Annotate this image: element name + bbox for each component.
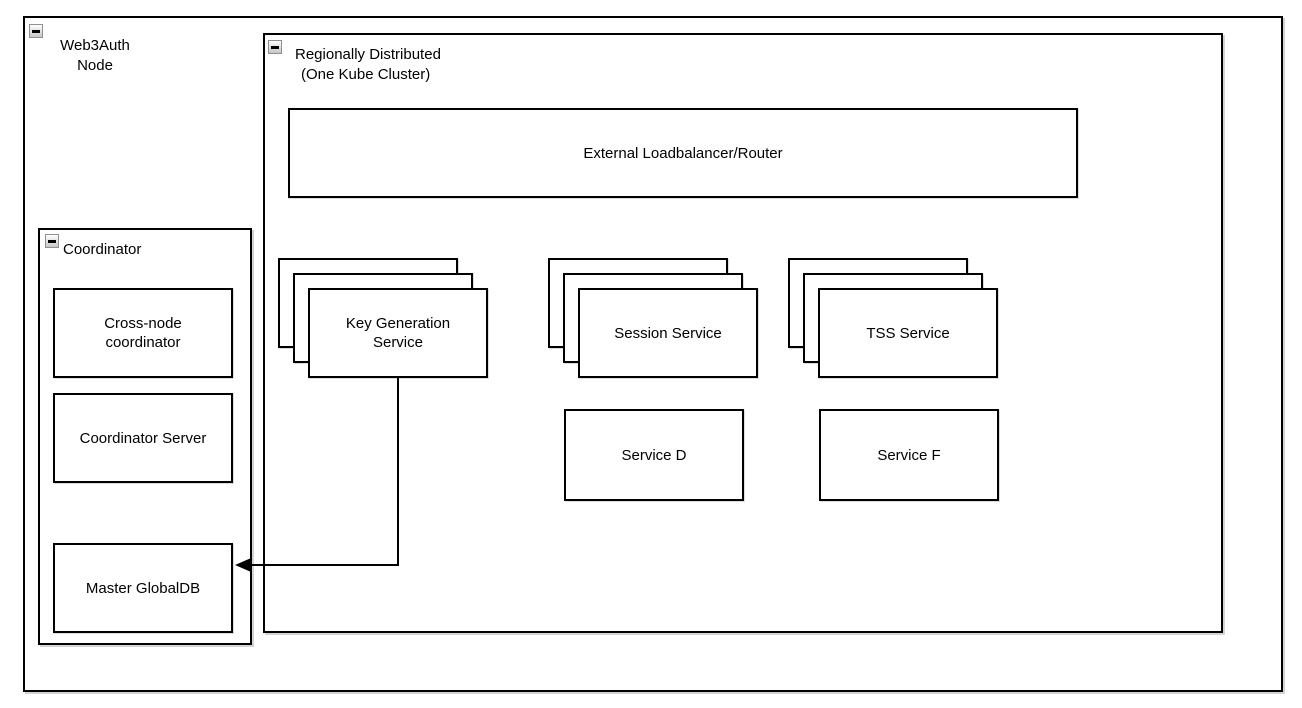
node-service-d: Service D bbox=[564, 409, 744, 501]
label-line: (One Kube Cluster) bbox=[301, 66, 431, 83]
node-cross-node-coordinator: Cross-node coordinator bbox=[53, 288, 233, 378]
label-line: Regionally Distributed bbox=[295, 46, 441, 63]
container-label-web3auth-node: Web3Auth Node bbox=[33, 36, 157, 76]
collapse-icon[interactable] bbox=[268, 40, 282, 54]
label-line: coordinator bbox=[105, 334, 181, 351]
minus-glyph bbox=[32, 29, 40, 33]
node-session-service: Session Service bbox=[578, 288, 758, 378]
container-label-coordinator: Coordinator bbox=[63, 241, 142, 258]
node-service-f: Service F bbox=[819, 409, 999, 501]
label-line: Node bbox=[77, 57, 113, 74]
minus-glyph bbox=[48, 239, 56, 243]
node-key-generation-service: Key Generation Service bbox=[308, 288, 488, 378]
label-line: Web3Auth bbox=[60, 37, 130, 54]
node-label: Cross-node coordinator bbox=[104, 314, 182, 352]
node-master-globaldb: Master GlobalDB bbox=[53, 543, 233, 633]
collapse-icon[interactable] bbox=[29, 24, 43, 38]
container-label-regionally-distributed: Regionally Distributed (One Kube Cluster… bbox=[295, 45, 441, 85]
collapse-icon[interactable] bbox=[45, 234, 59, 248]
node-coordinator-server: Coordinator Server bbox=[53, 393, 233, 483]
node-tss-service: TSS Service bbox=[818, 288, 998, 378]
label-line: Service bbox=[372, 334, 423, 351]
node-external-loadbalancer-router: External Loadbalancer/Router bbox=[288, 108, 1078, 198]
node-label: Key Generation Service bbox=[346, 314, 450, 352]
label-line: Cross-node bbox=[104, 315, 182, 332]
minus-glyph bbox=[271, 45, 279, 49]
label-line: Key Generation bbox=[345, 315, 451, 332]
